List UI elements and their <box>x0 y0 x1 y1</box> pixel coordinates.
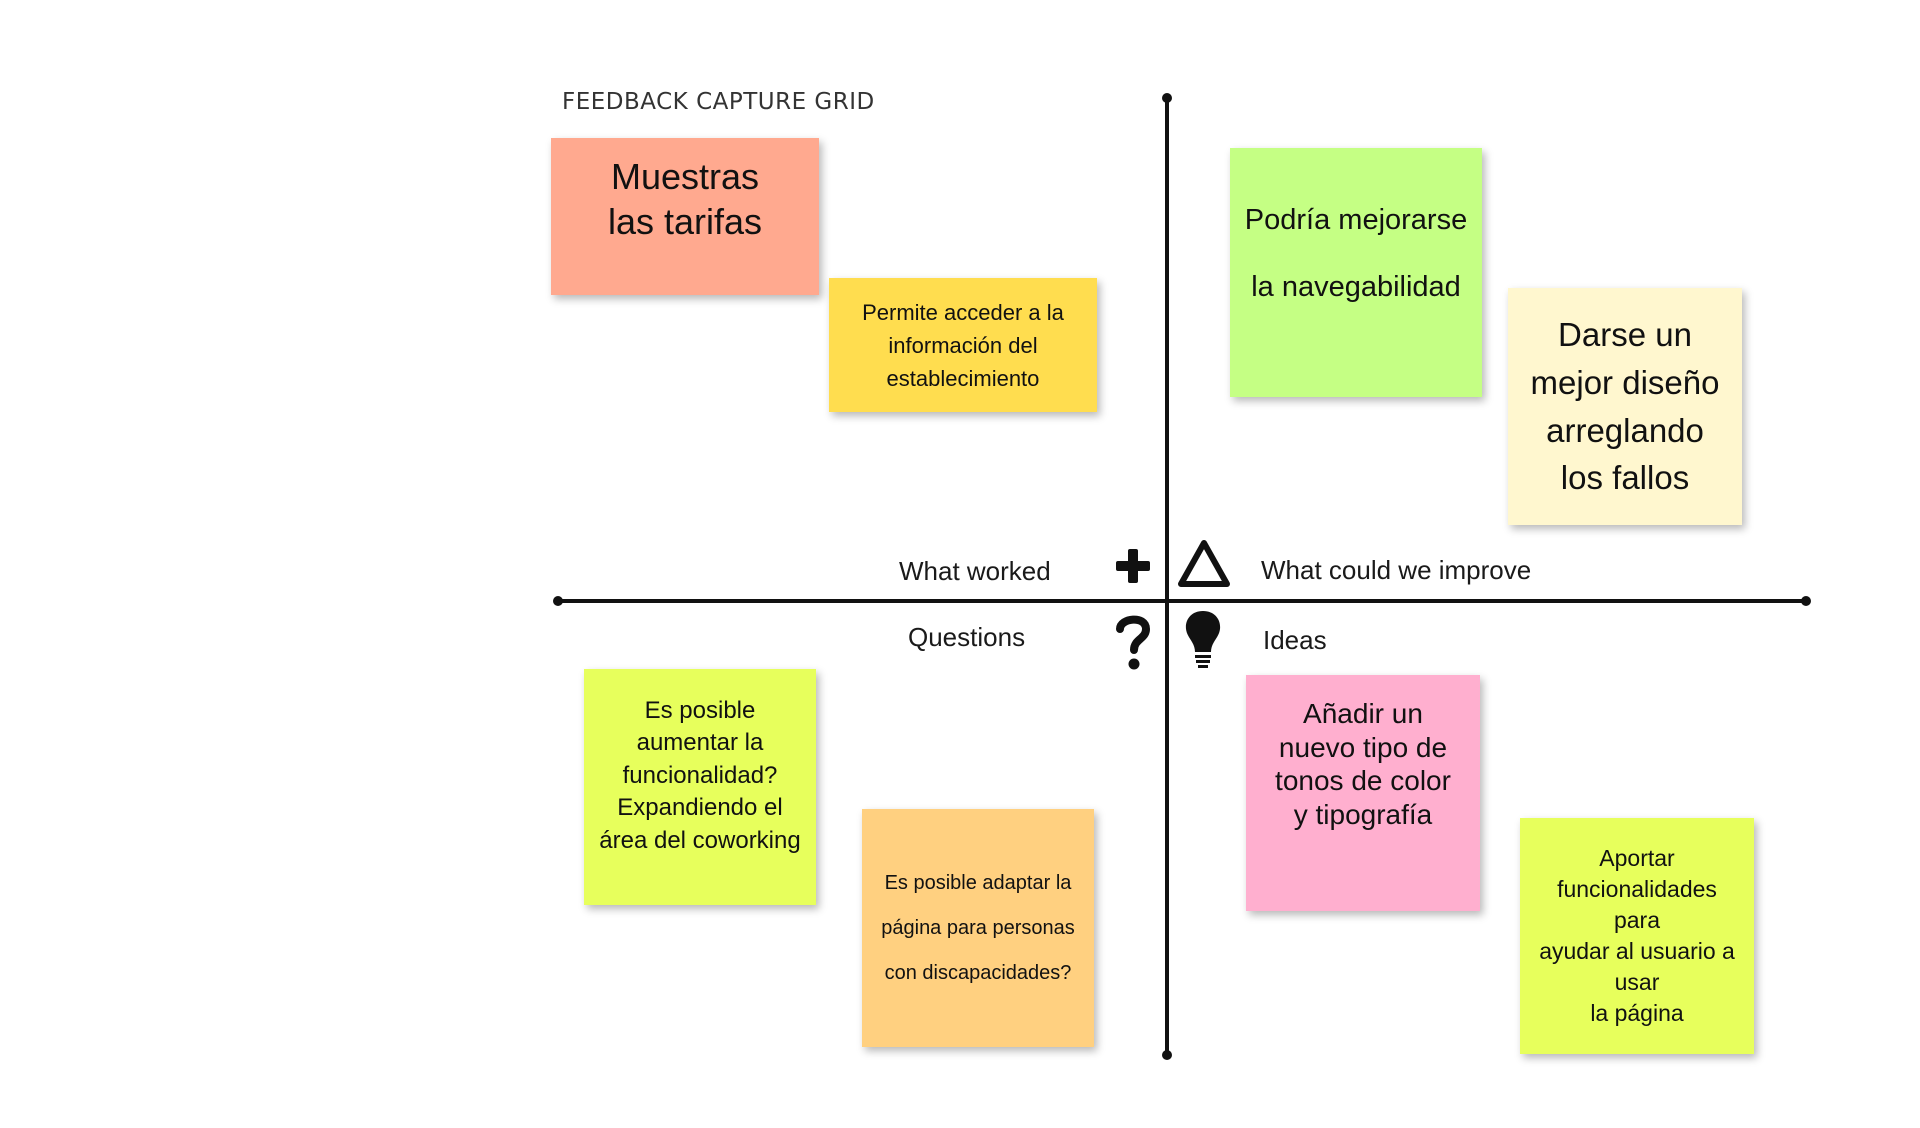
sticky-note-es-posible-aumentar: Es posible aumentar la funcionalidad? Ex… <box>584 669 816 905</box>
quadrant-label-ideas: Ideas <box>1263 625 1327 655</box>
sticky-note-podria-mejorarse: Podría mejorarse la navegabilidad <box>1230 148 1482 397</box>
quadrant-label-what-could-we-improve: What could we improve <box>1261 555 1532 585</box>
sticky-note-muestras-tarifas: Muestras las tarifas <box>551 138 819 295</box>
sticky-note-text: Darse un mejor diseño arreglando los fal… <box>1530 315 1720 497</box>
sticky-note-es-posible-adaptar: Es posible adaptar la página para person… <box>862 809 1094 1047</box>
sticky-note-permite-acceder: Permite acceder a la información del est… <box>829 278 1097 412</box>
sticky-note-text: Aportar funcionalidades para ayudar al u… <box>1539 844 1735 1027</box>
sticky-note-text: Es posible adaptar la página para person… <box>881 872 1075 984</box>
sticky-note-text: Permite acceder a la información del est… <box>862 299 1064 391</box>
quadrant-label-questions: Questions <box>908 622 1026 652</box>
sticky-note-text: Añadir un nuevo tipo de tonos de color y… <box>1275 698 1451 830</box>
sticky-note-anadir-tonos: Añadir un nuevo tipo de tonos de color y… <box>1246 675 1480 911</box>
sticky-note-text: Podría mejorarse la navegabilidad <box>1244 204 1468 303</box>
page-title: FEEDBACK CAPTURE GRID <box>562 89 875 115</box>
horizontal-axis-left-end <box>553 596 563 606</box>
question-mark-icon <box>1116 615 1151 670</box>
sticky-note-darse-mejor-diseno: Darse un mejor diseño arreglando los fal… <box>1508 288 1742 525</box>
quadrant-label-what-worked: What worked <box>899 556 1051 586</box>
horizontal-axis-right-end <box>1801 596 1811 606</box>
plus-icon <box>1116 549 1150 583</box>
vertical-axis-bottom-end <box>1162 1050 1172 1060</box>
sticky-note-text: Es posible aumentar la funcionalidad? Ex… <box>599 697 801 854</box>
sticky-note-aportar-funcionalidades: Aportar funcionalidades para ayudar al u… <box>1520 818 1754 1054</box>
sticky-note-text: Muestras las tarifas <box>607 156 763 242</box>
vertical-axis-top-end <box>1162 93 1172 103</box>
lightbulb-icon <box>1185 611 1221 668</box>
triangle-delta-icon <box>1178 540 1230 587</box>
